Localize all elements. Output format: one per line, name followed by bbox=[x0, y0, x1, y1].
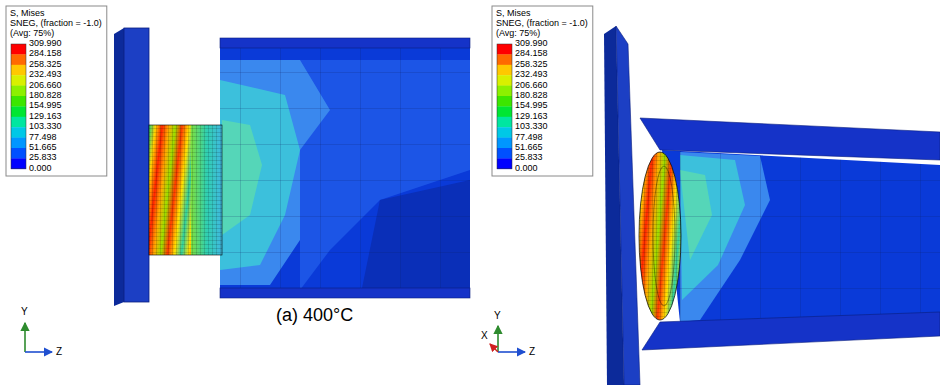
axis-label: Y bbox=[494, 310, 501, 321]
color-band bbox=[11, 148, 26, 159]
legend-value: 258.325 bbox=[29, 60, 62, 70]
legend-header: S, Mises bbox=[496, 9, 531, 19]
color-bar-outline bbox=[497, 44, 512, 169]
tube-mesh bbox=[639, 152, 681, 320]
color-band bbox=[497, 65, 512, 76]
end-plate-side bbox=[114, 28, 124, 306]
legend-header: SNEG, (fraction = -1.0) bbox=[10, 19, 102, 29]
top-flange bbox=[220, 38, 470, 48]
axis-y bbox=[497, 326, 499, 352]
color-band bbox=[497, 96, 512, 107]
legend-frame bbox=[6, 6, 107, 176]
color-band bbox=[497, 106, 512, 117]
axis-y bbox=[24, 323, 26, 352]
subfigure-caption: (a) 400°C bbox=[276, 306, 353, 326]
axis-label: Y bbox=[21, 306, 28, 317]
color-band bbox=[11, 44, 26, 55]
color-band bbox=[497, 44, 512, 55]
end-plate bbox=[616, 26, 640, 385]
color-band bbox=[11, 138, 26, 149]
legend-value: 309.990 bbox=[29, 39, 62, 49]
beam-web bbox=[220, 40, 470, 298]
legend-header: (Avg: 75%) bbox=[10, 29, 54, 39]
axis-triad bbox=[490, 326, 525, 352]
color-band bbox=[11, 117, 26, 128]
legend-value: 232.493 bbox=[29, 70, 62, 80]
legend-frame bbox=[492, 6, 593, 176]
tube bbox=[639, 152, 681, 320]
bottom-flange bbox=[220, 288, 470, 298]
tube-mesh bbox=[149, 125, 222, 255]
right-view bbox=[604, 26, 940, 385]
beam-web bbox=[662, 150, 940, 322]
legend-header: S, Mises bbox=[10, 9, 45, 19]
legend-header: SNEG, (fraction = -1.0) bbox=[496, 19, 588, 29]
color-bar-outline bbox=[11, 44, 26, 169]
legend-value: 154.995 bbox=[515, 101, 548, 111]
beam-mesh bbox=[662, 150, 940, 322]
legend-value: 25.833 bbox=[29, 153, 57, 163]
legend-value: 103.330 bbox=[515, 122, 548, 132]
axis-label: Z bbox=[529, 346, 535, 357]
legend-value: 154.995 bbox=[29, 101, 62, 111]
top-flange bbox=[640, 118, 940, 160]
color-band bbox=[497, 54, 512, 65]
legend-value: 284.158 bbox=[515, 49, 548, 59]
legend-value: 0.000 bbox=[515, 164, 538, 174]
color-band bbox=[11, 86, 26, 97]
legend-value: 309.990 bbox=[515, 39, 548, 49]
axis-label: Z bbox=[56, 346, 62, 357]
color-band bbox=[11, 75, 26, 86]
legend-value: 77.498 bbox=[515, 133, 543, 143]
color-band bbox=[497, 138, 512, 149]
axis-x bbox=[490, 344, 498, 352]
axis-label: X bbox=[481, 330, 488, 341]
legend-value: 103.330 bbox=[29, 122, 62, 132]
legend-value: 25.833 bbox=[515, 153, 543, 163]
legend-value: 129.163 bbox=[515, 112, 548, 122]
axis-triad bbox=[25, 323, 52, 352]
axis-z bbox=[498, 351, 525, 353]
bottom-flange bbox=[642, 312, 940, 350]
legend-value: 77.498 bbox=[29, 133, 57, 143]
color-band bbox=[497, 148, 512, 159]
end-plate bbox=[124, 28, 149, 302]
color-band bbox=[497, 75, 512, 86]
tube-inner-edge bbox=[653, 166, 675, 306]
legend-value: 206.660 bbox=[515, 81, 548, 91]
color-band bbox=[497, 127, 512, 138]
legend-value: 0.000 bbox=[29, 164, 52, 174]
legend-value: 180.828 bbox=[29, 91, 62, 101]
color-band bbox=[11, 54, 26, 65]
color-band bbox=[11, 65, 26, 76]
color-band bbox=[497, 158, 512, 169]
legend-value: 51.665 bbox=[29, 143, 57, 153]
color-band bbox=[11, 127, 26, 138]
axis-z bbox=[25, 351, 52, 353]
beam-mesh bbox=[220, 40, 470, 298]
color-band bbox=[497, 117, 512, 128]
legend-value: 180.828 bbox=[515, 91, 548, 101]
color-band bbox=[497, 86, 512, 97]
legend-header: (Avg: 75%) bbox=[496, 29, 540, 39]
legend-value: 232.493 bbox=[515, 70, 548, 80]
color-band bbox=[11, 158, 26, 169]
legend-value: 206.660 bbox=[29, 81, 62, 91]
legend-value: 129.163 bbox=[29, 112, 62, 122]
color-band bbox=[11, 106, 26, 117]
legend-value: 258.325 bbox=[515, 60, 548, 70]
color-band bbox=[11, 96, 26, 107]
legend-value: 284.158 bbox=[29, 49, 62, 59]
legend-value: 51.665 bbox=[515, 143, 543, 153]
left-view bbox=[114, 28, 470, 306]
